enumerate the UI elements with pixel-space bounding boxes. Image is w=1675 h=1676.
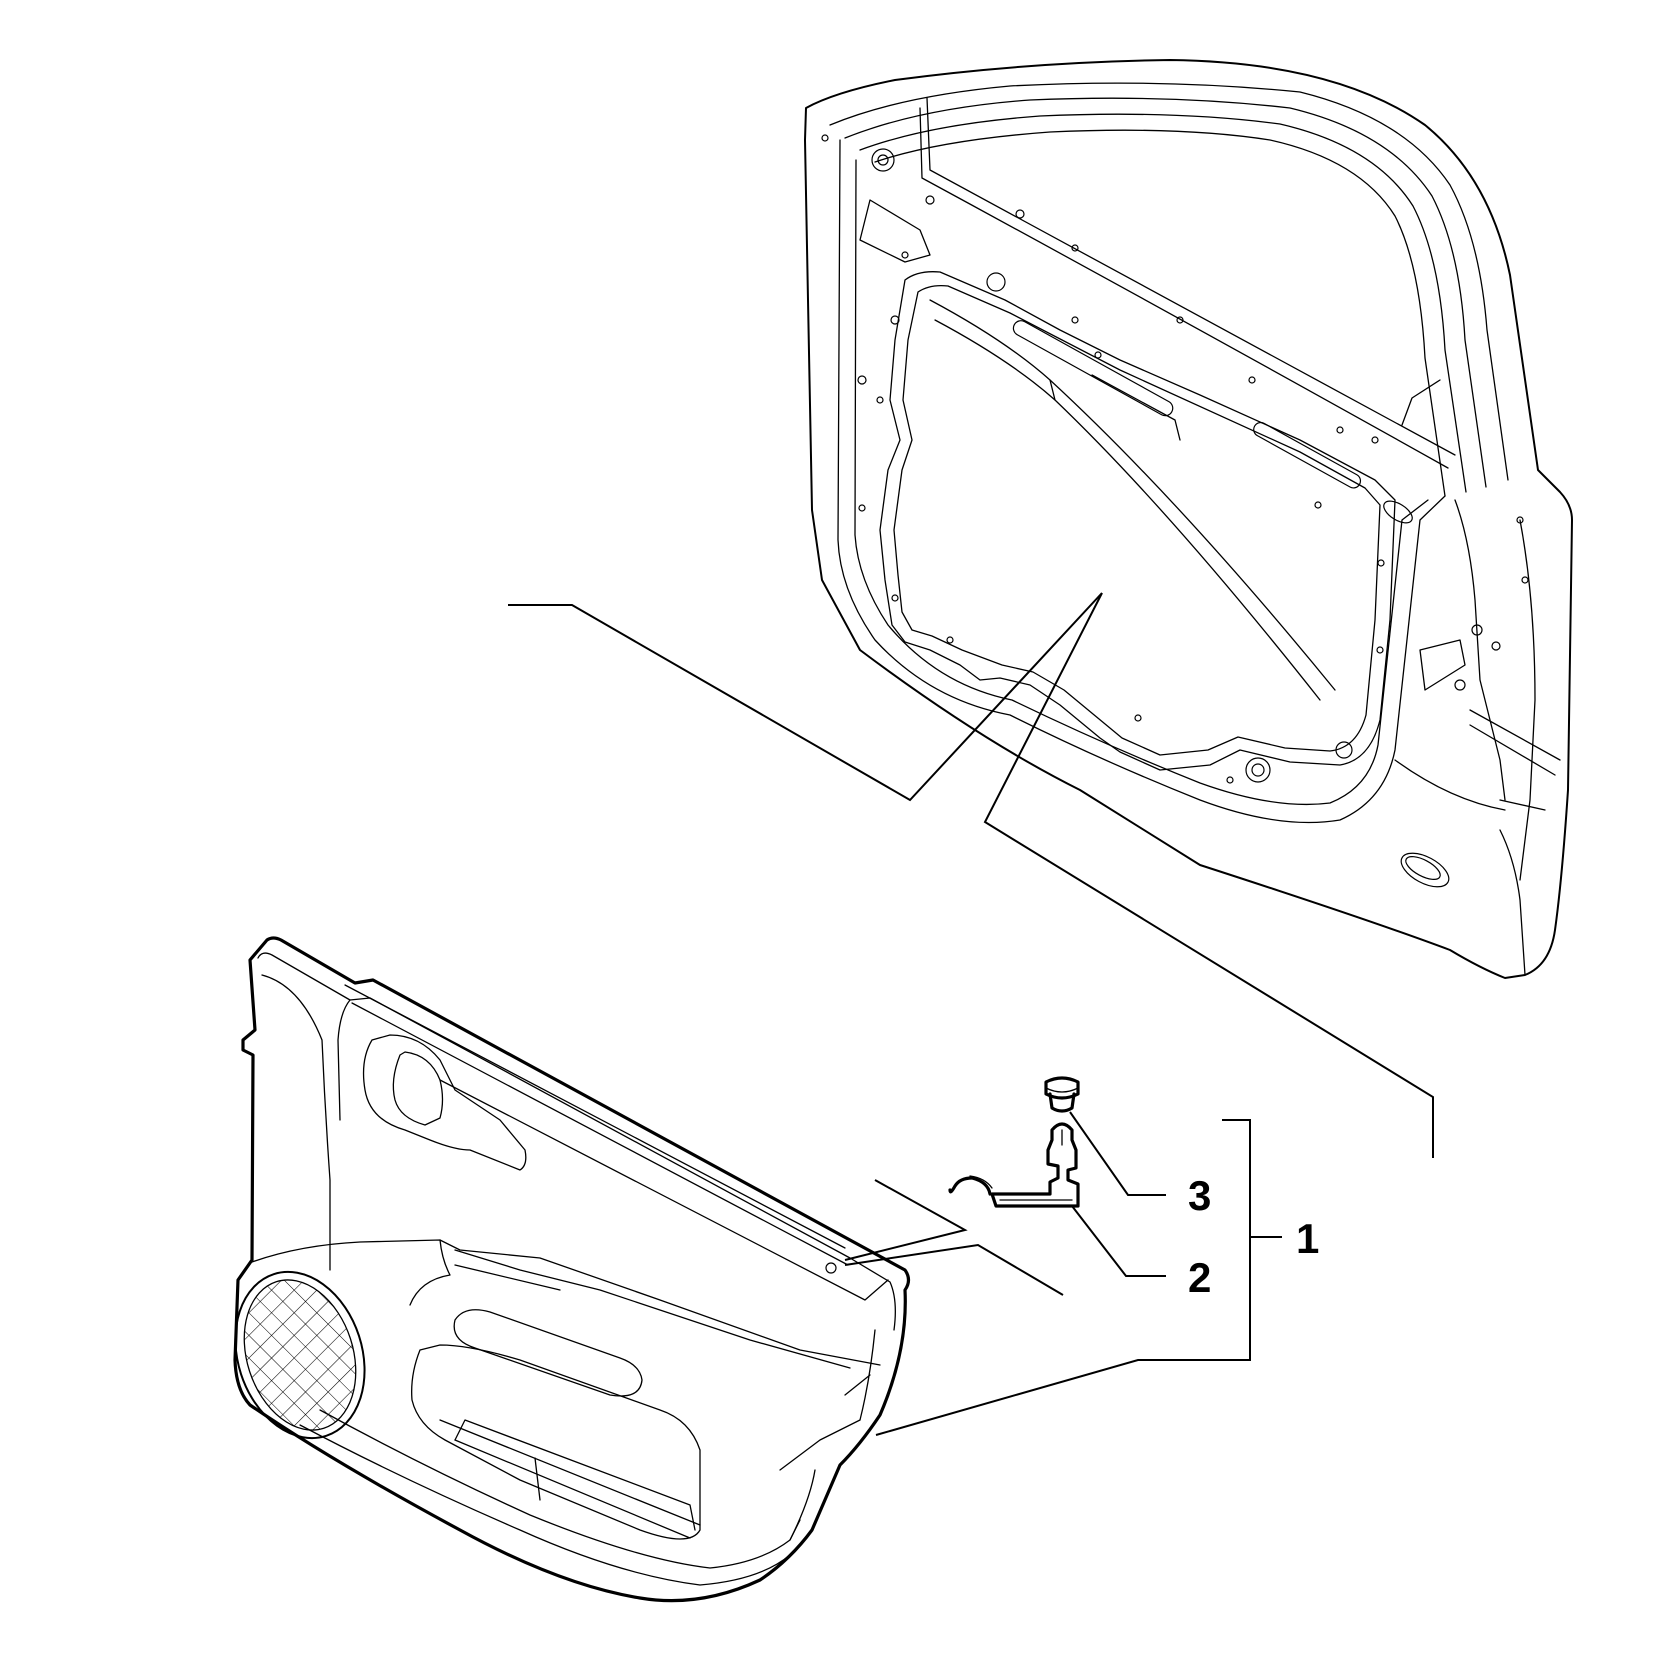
callout-3-label: 3: [1188, 1172, 1211, 1219]
door-trim-panel-outline: [233, 936, 911, 1603]
callout-2-leader: [1071, 1205, 1166, 1277]
leader-lines: [508, 592, 1434, 1436]
door-trim-panel-drawing: [230, 936, 911, 1603]
speaker-grille-ring: [234, 1270, 366, 1440]
assembly-bracket: [875, 1119, 1251, 1436]
door-to-panel-leader-lower: [983, 592, 1434, 1158]
panel-clip-leader-upper: [844, 1179, 968, 1261]
clip-cap-part-3: [1044, 1076, 1080, 1113]
door-shell-drawing: [804, 59, 1573, 979]
panel-clip-leader-lower: [844, 1243, 1064, 1296]
door-shell-outline: [804, 59, 1573, 979]
door-to-panel-leader-upper: [508, 592, 1103, 802]
callout-1-label: 1: [1296, 1215, 1319, 1262]
clip-pin-part-2: [948, 1122, 1080, 1208]
panel-clip-hole: [825, 1262, 837, 1274]
callout-3-leader: [1069, 1111, 1166, 1196]
callout-2-label: 2: [1188, 1254, 1211, 1301]
